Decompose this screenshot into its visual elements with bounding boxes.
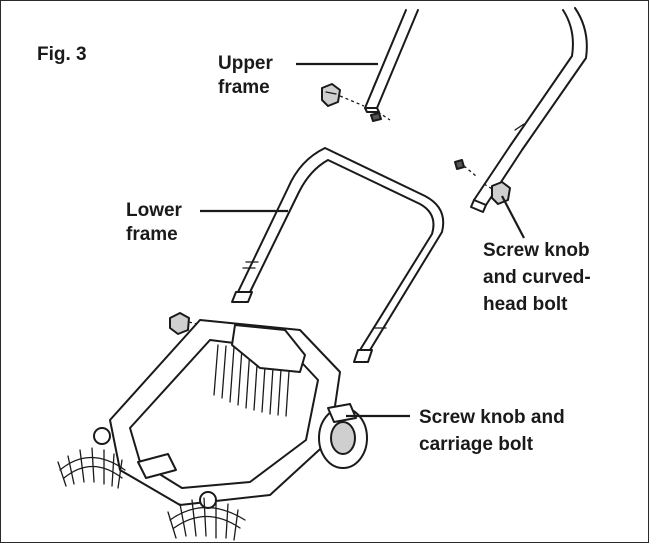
upper-frame-label-line-1: Upper [218,53,273,74]
upper-knob-drawing [321,83,391,122]
carriage-bolt-label: Screw knob and carriage bolt [419,404,565,458]
lower-frame-label-line-2: frame [126,224,178,245]
upper-frame-label: Upper frame [218,52,273,100]
upper-frame-drawing [364,7,588,213]
carriage-bolt-label-line-2: carriage bolt [419,434,534,455]
side-brushes-drawing [57,447,246,541]
curved-head-bolt-label-line-2: and curved- [483,267,591,288]
curved-head-bolt-leader [501,195,525,239]
upper-frame-label-line-2: frame [218,77,270,98]
lower-frame-label-line-1: Lower [126,200,182,221]
curved-head-bolt-label-line-1: Screw knob [483,240,590,261]
curved-head-bolt-drawing [454,159,511,205]
curved-head-bolt-label: Screw knob and curved- head bolt [483,237,591,318]
lower-frame-drawing [231,147,445,363]
lower-frame-label: Lower frame [126,199,182,247]
figure-number-text: Fig. 3 [37,44,87,65]
carriage-bolt-label-line-1: Screw knob and [419,407,565,428]
figure-number: Fig. 3 [37,43,87,67]
sweeper-body-drawing [93,319,368,509]
curved-head-bolt-label-line-3: head bolt [483,294,568,315]
